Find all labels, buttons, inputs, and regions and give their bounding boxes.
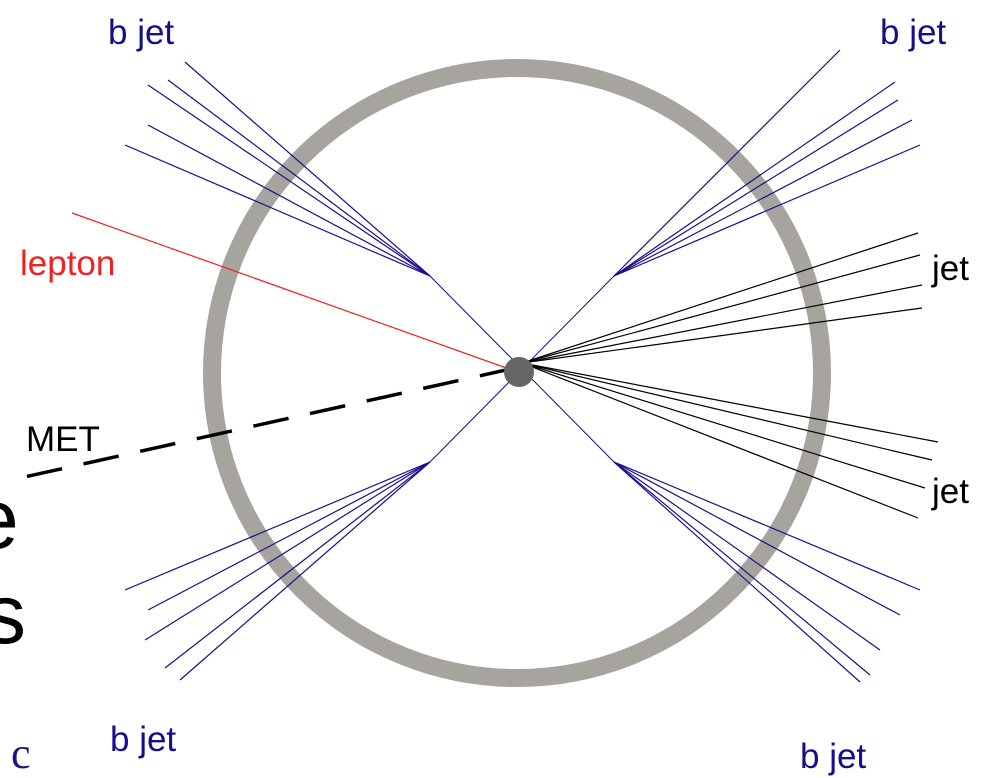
b-jet-top-left-tracks <box>124 61 431 277</box>
jet-lower-tracks <box>521 362 939 519</box>
label-lepton: lepton <box>20 244 115 283</box>
label-b-jet-top-left: b jet <box>108 13 174 52</box>
cropped-letter-e: e <box>0 472 19 566</box>
met-dashed-line <box>19 366 516 480</box>
label-b-jet-top-right: b jet <box>880 13 946 52</box>
cropped-letter-s: s <box>0 567 26 661</box>
b-jet-bottom-right-tracks <box>613 461 921 683</box>
label-b-jet-bottom-left: b jet <box>110 720 176 759</box>
b-jet-top-right-tracks <box>613 49 921 277</box>
label-jet-upper: jet <box>931 249 969 288</box>
vertex-dot <box>504 357 534 387</box>
label-b-jet-bottom-right: b jet <box>800 737 866 776</box>
cropped-letter-c: c <box>11 729 31 778</box>
lepton-track <box>71 212 513 371</box>
b-jet-bottom-left-tracks <box>124 461 431 681</box>
detector-ring <box>203 59 831 687</box>
label-met: MET <box>26 420 100 459</box>
jet-upper-tracks <box>521 232 923 364</box>
label-jet-lower: jet <box>931 472 969 511</box>
